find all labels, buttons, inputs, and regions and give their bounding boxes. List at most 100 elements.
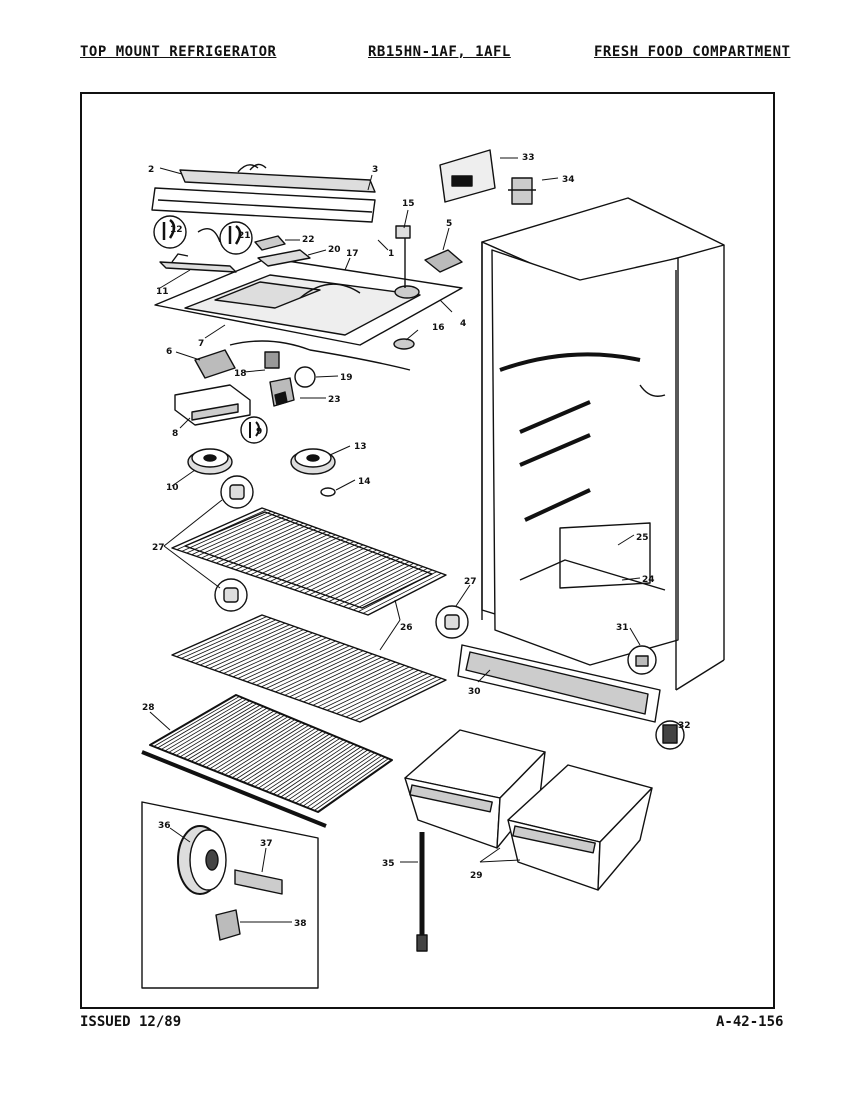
shelf-wire xyxy=(254,735,334,788)
shelf-wire xyxy=(209,717,292,770)
callout-21 xyxy=(219,221,253,255)
shelf-support-callouts xyxy=(214,475,469,639)
shelf-wire xyxy=(272,742,351,795)
top-rail xyxy=(151,163,376,223)
shelf-wire xyxy=(312,663,401,706)
label-33: 33 xyxy=(522,153,535,163)
label-1: 1 xyxy=(388,249,394,259)
shelf-wire xyxy=(256,643,345,686)
label-29: 29 xyxy=(470,871,483,881)
fan-10 xyxy=(187,448,233,475)
shelf-wire xyxy=(214,629,304,671)
shelf-wire xyxy=(343,566,424,607)
socket-11 xyxy=(159,253,237,273)
shelf-wire xyxy=(350,676,437,720)
shelf-wire xyxy=(269,541,355,582)
shelf-wire xyxy=(358,571,437,613)
shelf-wire xyxy=(246,732,327,785)
shelf-wire xyxy=(287,748,365,801)
shelf-wire xyxy=(176,616,267,658)
header-section: FRESH FOOD COMPARTMENT xyxy=(594,44,791,60)
shelf-wire xyxy=(153,696,240,747)
label-28: 28 xyxy=(142,703,155,713)
shelf-wire xyxy=(303,660,391,703)
label-4: 4 xyxy=(460,319,466,329)
shelf-wire xyxy=(289,547,373,589)
switch-part xyxy=(508,177,536,205)
shelf-wire xyxy=(225,526,313,567)
leveling-foot xyxy=(655,720,685,750)
shelf-wire xyxy=(269,740,348,793)
label-8: 8 xyxy=(172,429,178,439)
inset-box xyxy=(141,801,319,989)
refrigerator-cabinet xyxy=(481,197,725,691)
label-31: 31 xyxy=(616,623,629,633)
shelf-wire xyxy=(341,673,428,716)
label-5: 5 xyxy=(446,219,452,229)
shelf-wire xyxy=(215,522,304,564)
shelf-wire xyxy=(206,519,295,561)
label-27-left: 27 xyxy=(152,543,165,553)
diagram-frame xyxy=(80,92,775,1009)
shelf-wire xyxy=(220,722,303,774)
shelf-wire xyxy=(291,749,368,802)
label-12: 12 xyxy=(170,225,183,235)
shelf-wire xyxy=(224,723,306,776)
shelf-wire xyxy=(168,701,254,753)
gasket-16 xyxy=(393,338,415,350)
label-13: 13 xyxy=(354,442,367,452)
shelf-wire xyxy=(190,710,275,762)
thermostat xyxy=(424,249,463,273)
shelf-wire xyxy=(190,621,281,663)
label-19: 19 xyxy=(340,373,353,383)
label-6: 6 xyxy=(166,347,172,357)
label-36: 36 xyxy=(158,821,171,831)
label-7: 7 xyxy=(198,339,204,349)
bolt-35 xyxy=(416,832,428,952)
shelf-wire xyxy=(310,756,386,810)
shelf-wire xyxy=(175,704,261,756)
shelf-wire xyxy=(183,707,268,759)
label-23: 23 xyxy=(328,395,341,405)
shelf-wire xyxy=(185,619,276,661)
shelf-wire xyxy=(323,559,405,601)
shelf-wire xyxy=(270,648,359,691)
shelf-wire xyxy=(318,557,401,599)
shelf-wire xyxy=(245,532,332,574)
shelf-wire xyxy=(205,716,289,768)
label-25: 25 xyxy=(636,533,649,543)
label-30: 30 xyxy=(468,687,481,697)
shelf-wire xyxy=(235,529,322,571)
label-11: 11 xyxy=(156,287,169,297)
shelf-wire xyxy=(294,549,378,591)
shelf-wire xyxy=(160,698,247,750)
shelf-wire xyxy=(216,720,299,773)
label-2: 2 xyxy=(148,165,154,175)
lamp-assembly xyxy=(194,340,411,407)
shelf-wire xyxy=(322,666,410,709)
shelf-wire xyxy=(250,534,336,576)
washer-14 xyxy=(320,487,336,497)
label-24: 24 xyxy=(642,575,655,585)
shelf-wire xyxy=(232,635,322,678)
shelf-wire xyxy=(355,678,442,721)
label-21: 21 xyxy=(238,231,251,241)
label-15: 15 xyxy=(402,199,415,209)
shelf-wire xyxy=(191,514,281,556)
lower-shelf-wires xyxy=(176,616,442,721)
shelf-wire xyxy=(223,632,313,674)
shelf-wire xyxy=(261,645,350,688)
shelf-wire xyxy=(255,536,341,577)
shelf-wire xyxy=(328,561,410,602)
shelf-wire xyxy=(345,674,433,718)
shelf-wire xyxy=(237,637,327,679)
shelf-wire xyxy=(309,554,391,596)
shelf-wire xyxy=(276,743,355,796)
label-27-right: 27 xyxy=(464,577,477,587)
shelf-wire xyxy=(176,509,267,551)
shelf-wire xyxy=(279,652,368,694)
label-34: 34 xyxy=(562,175,575,185)
shelf-wire xyxy=(186,512,276,554)
label-3: 3 xyxy=(372,165,378,175)
